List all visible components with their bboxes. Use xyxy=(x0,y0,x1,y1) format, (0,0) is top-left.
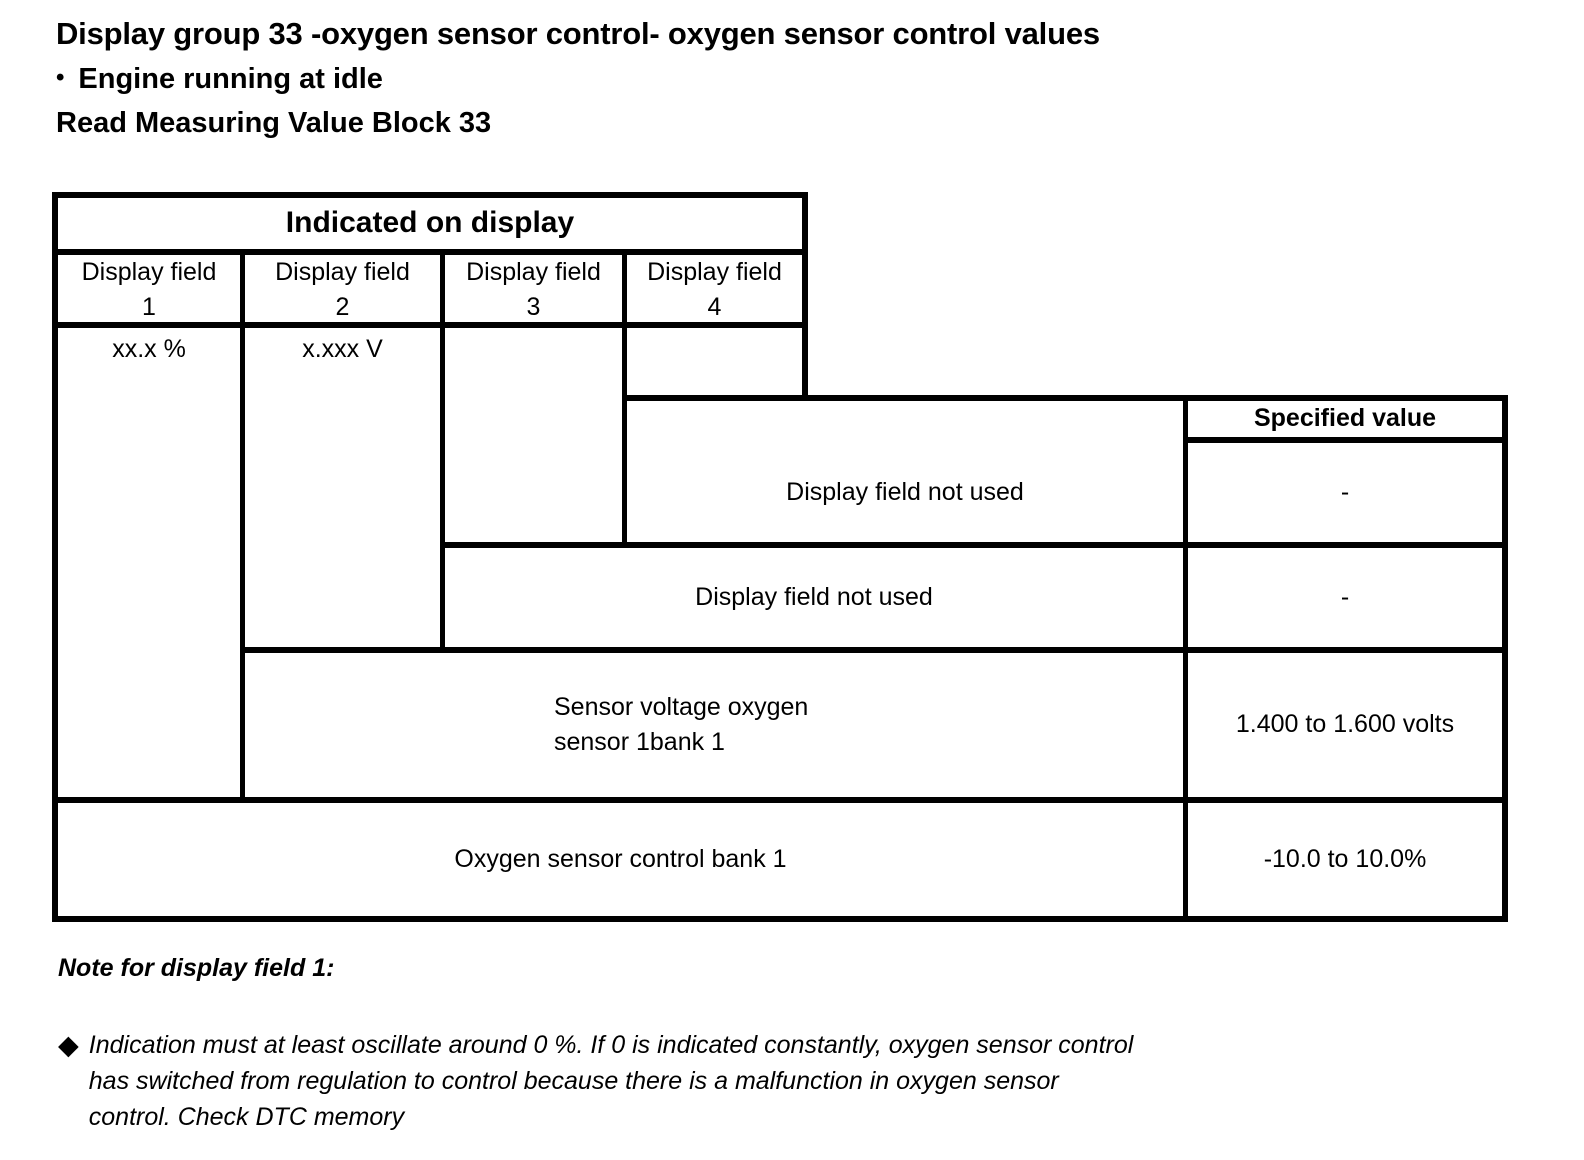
table-border-under-spec-header xyxy=(1186,437,1508,443)
field-value-4 xyxy=(627,328,802,372)
condition-bullet-item: • Engine running at idle xyxy=(56,59,1456,99)
field-header-4: Display field 4 xyxy=(627,258,802,322)
field-header-1-number: 1 xyxy=(142,293,156,321)
table-border-left xyxy=(52,192,58,922)
table-divider-field-2 xyxy=(440,255,445,653)
field-header-2-label: Display field xyxy=(275,257,410,286)
group-header-label: Indicated on display xyxy=(285,206,575,240)
row-3-description: Sensor voltage oxygen sensor 1bank 1 xyxy=(245,653,1183,797)
table-divider-field-3 xyxy=(622,255,627,548)
table-divider-field-1 xyxy=(240,255,245,803)
table-border-step-one xyxy=(625,395,1508,401)
field-value-2: x.xxx V xyxy=(302,335,383,364)
table-border-left-section-right xyxy=(802,192,808,398)
field-header-3: Display field 3 xyxy=(445,258,622,322)
diamond-bullet-icon: ◆ xyxy=(58,1029,79,1060)
field-value-1: xx.x % xyxy=(112,335,186,364)
note-body: Indication must at least oscillate aroun… xyxy=(89,1027,1134,1136)
row-1-description: Display field not used xyxy=(786,477,1024,506)
field-header-4-number: 4 xyxy=(707,293,722,321)
row-3-description-line-2: sensor 1bank 1 xyxy=(554,728,725,756)
note-bullet-item: ◆ Indication must at least oscillate aro… xyxy=(58,1027,1478,1136)
page-title: Display group 33 -oxygen sensor control-… xyxy=(56,16,1100,51)
field-header-3-label: Display field xyxy=(466,257,601,286)
row-4-description: Oxygen sensor control bank 1 xyxy=(454,844,787,873)
spec-value-header: Specified value xyxy=(1253,404,1437,433)
row-2-specified-value: - xyxy=(1340,582,1350,611)
note-line-2: has switched from regulation to control … xyxy=(88,1066,1059,1095)
row-3-specified-value: 1.400 to 1.600 volts xyxy=(1235,710,1455,739)
table-border-step-three xyxy=(243,647,1508,653)
table-border-right xyxy=(1502,395,1508,922)
field-header-3-number: 3 xyxy=(526,293,541,321)
table-border-bottom xyxy=(52,916,1508,922)
note-line-1: Indication must at least oscillate aroun… xyxy=(88,1030,1134,1059)
note-line-3: control. Check DTC memory xyxy=(88,1103,405,1131)
bullet-dot-icon: • xyxy=(56,64,65,92)
field-header-1: Display field 1 xyxy=(58,258,240,322)
row-3-description-line-1: Sensor voltage oxygen xyxy=(554,692,809,721)
field-header-2: Display field 2 xyxy=(245,258,440,322)
field-header-4-label: Display field xyxy=(647,257,782,286)
table-border-step-two xyxy=(443,542,1508,548)
table-border-top xyxy=(52,192,808,198)
field-header-1-label: Display field xyxy=(81,257,217,286)
note-title: Note for display field 1: xyxy=(58,954,335,982)
instruction-subtitle: Read Measuring Value Block 33 xyxy=(56,107,492,140)
row-4-specified-value: -10.0 to 10.0% xyxy=(1263,844,1427,873)
table-divider-spec-column xyxy=(1183,395,1188,922)
note-section: Note for display field 1: ◆ Indication m… xyxy=(58,952,1478,1135)
field-value-3 xyxy=(445,328,622,372)
table-border-step-four xyxy=(52,797,1508,803)
condition-bullet-label: Engine running at idle xyxy=(78,63,383,96)
row-1-specified-value: - xyxy=(1340,477,1350,506)
document-heading: Display group 33 -oxygen sensor control-… xyxy=(56,14,1456,143)
table-border-under-field-labels xyxy=(52,322,808,328)
row-2-description: Display field not used xyxy=(695,582,933,611)
table-border-under-group-header xyxy=(52,249,808,255)
field-header-2-number: 2 xyxy=(335,293,350,321)
